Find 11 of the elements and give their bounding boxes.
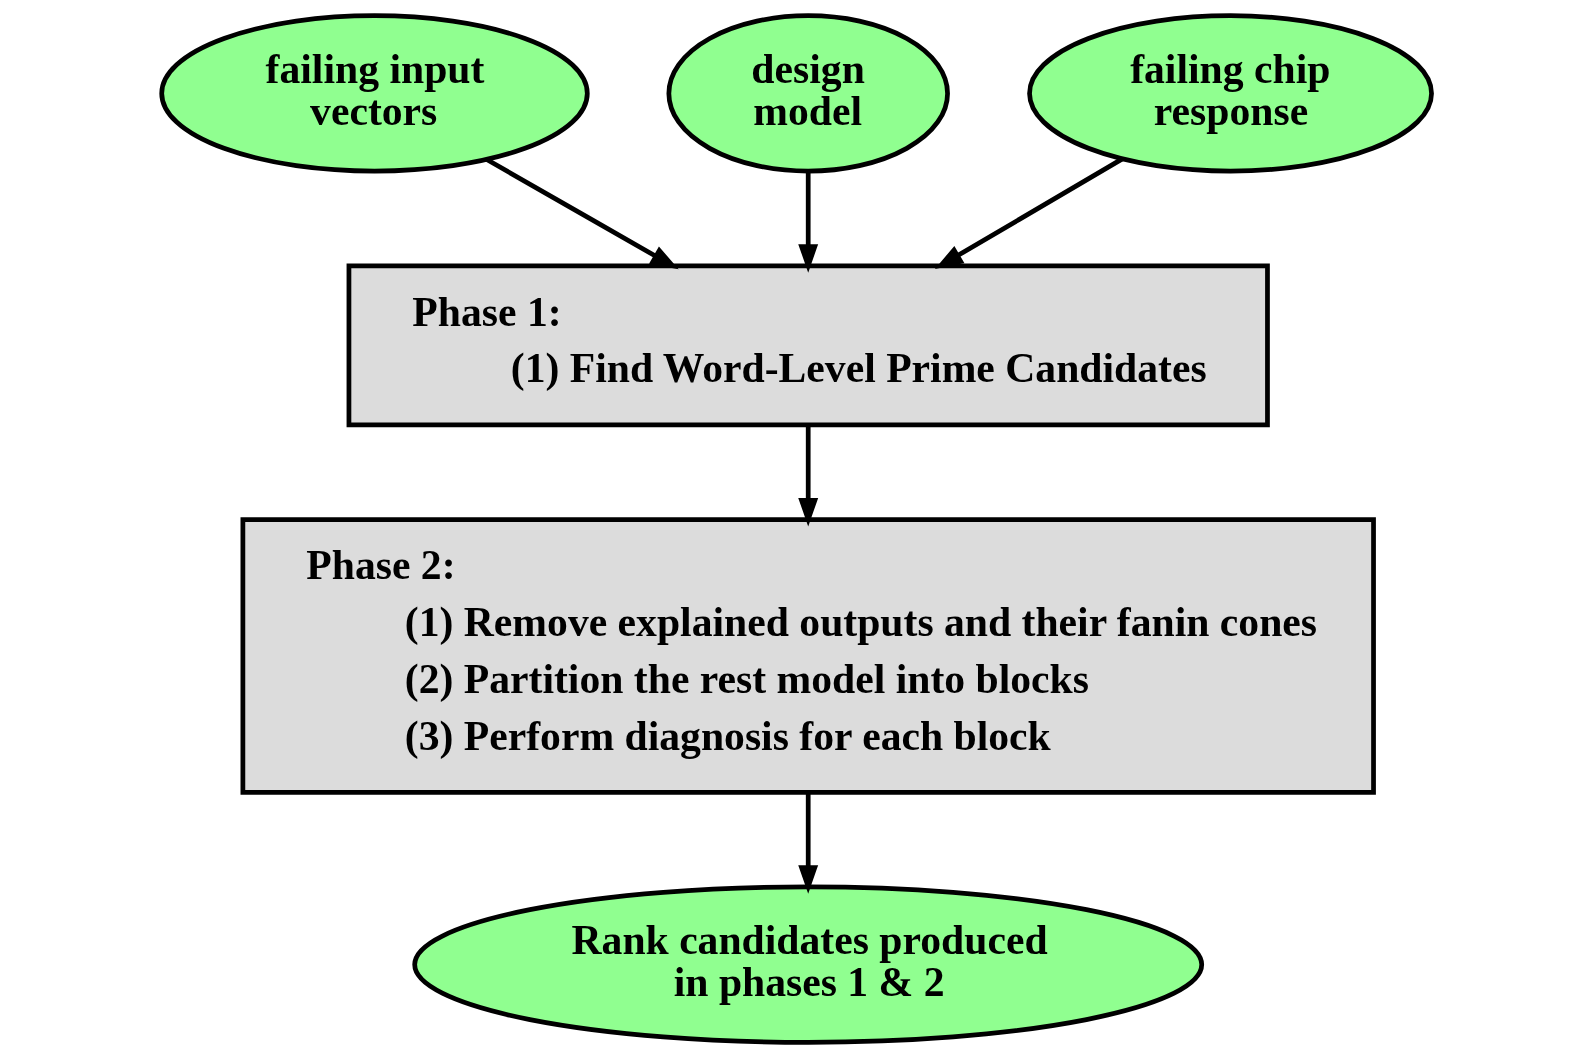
node-ellipse: failing chip response (1027, 13, 1434, 174)
arrow (934, 156, 1124, 269)
node-box: Phase 2: (1) Remove explained outputs and their fanin cones (2) Partition the rest model into blocks (3) Perform diagnosis for each block (240, 517, 1376, 795)
arrow (798, 792, 819, 894)
arrow (798, 171, 819, 273)
node-ellipse: design model (666, 13, 950, 174)
node-ellipse: Rank candidates produced in phases 1 & 2 (412, 884, 1205, 1045)
node-ellipse: failing input vectors (159, 13, 590, 174)
arrow (798, 425, 819, 527)
arrow (485, 157, 679, 270)
node-box: Phase 1: (1) Find Word-Level Prime Candidates (346, 263, 1270, 428)
